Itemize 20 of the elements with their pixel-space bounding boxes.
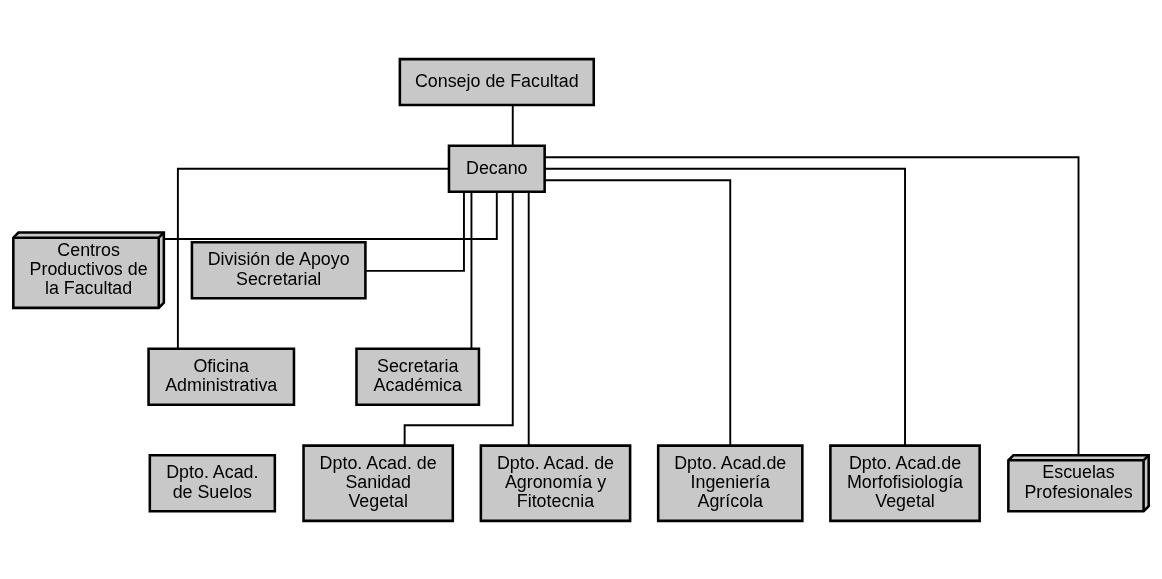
node-box: División de Apoyo Secretarial	[190, 240, 367, 300]
connector	[403, 190, 514, 446]
connector	[511, 103, 514, 146]
node-box: Dpto. Acad. de Sanidad Vegetal	[302, 443, 455, 522]
node-box: Consejo de Facultad	[398, 57, 596, 106]
node-box: Dpto. Acad.de Morfofisiología Vegetal	[829, 443, 981, 522]
connector	[470, 190, 473, 350]
connector	[163, 190, 498, 240]
connector	[544, 178, 732, 446]
node-box: Dpto. Acad. de Agronomía y Fitotecnia	[479, 443, 632, 522]
node-box: Secretaria Académica	[355, 346, 481, 406]
node-box: Dpto. Acad.de Ingeniería Agrícola	[656, 443, 804, 522]
node-box: Oficina Administrativa	[147, 346, 296, 406]
connector	[176, 167, 450, 349]
node-box: Decano	[447, 144, 546, 193]
connector	[543, 155, 1080, 456]
connector	[527, 190, 530, 446]
connector	[364, 190, 465, 272]
node-box: Dpto. Acad. de Suelos	[148, 453, 277, 513]
connector	[543, 167, 906, 446]
